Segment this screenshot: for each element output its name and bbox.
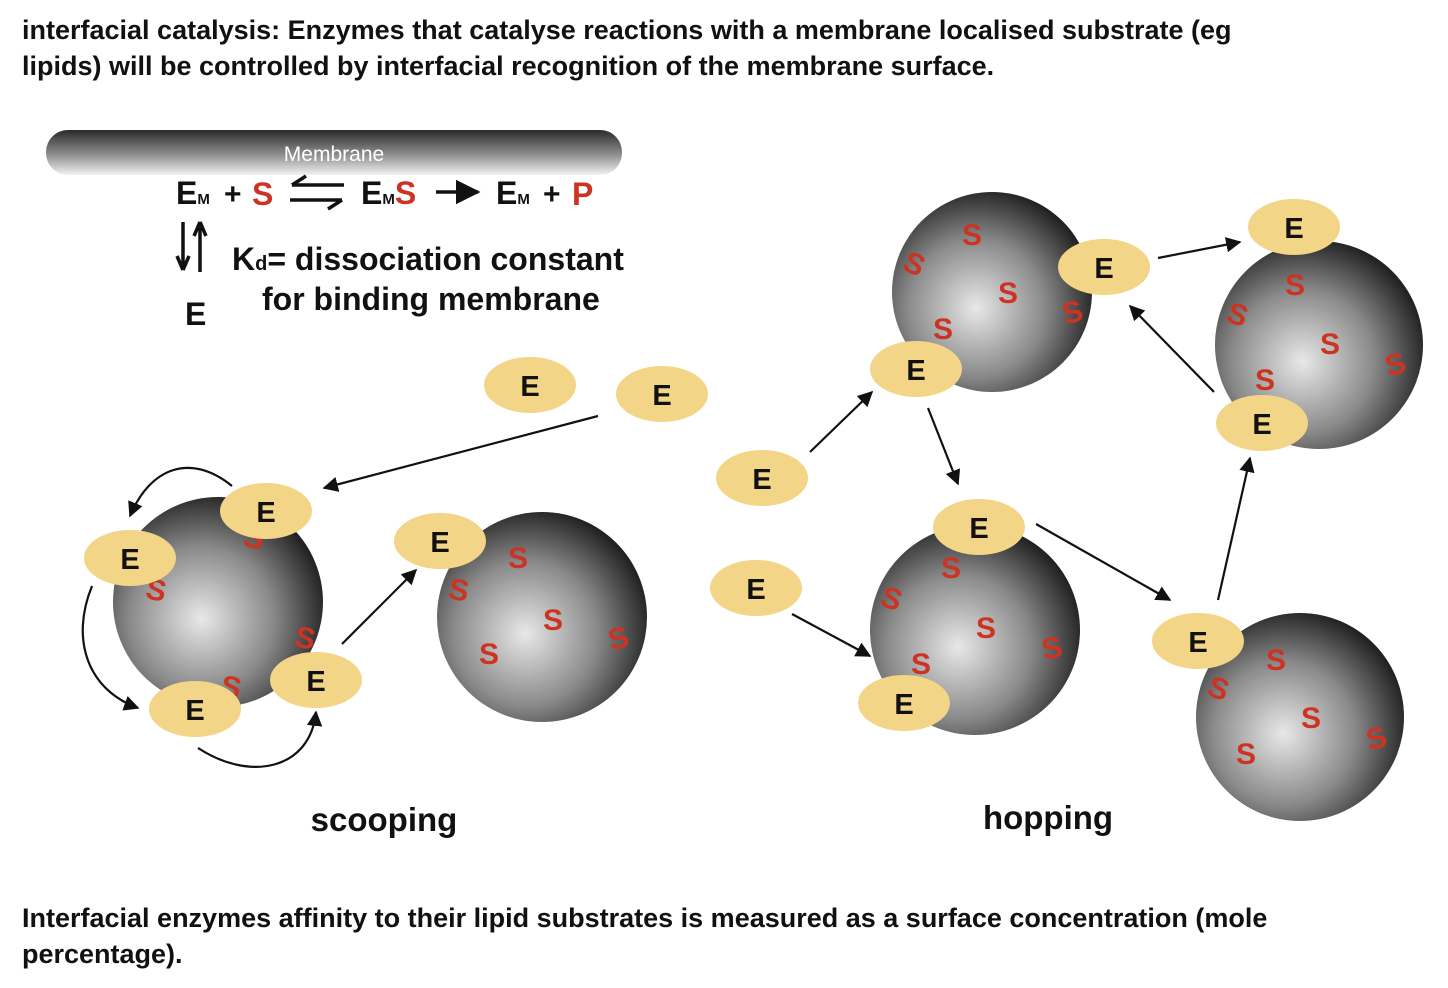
- dissociation-arrow-up: [192, 221, 208, 272]
- svg-text:E: E: [906, 355, 925, 387]
- eq-enzyme-1: EM: [176, 175, 210, 211]
- arrow-hop-3: [1128, 304, 1215, 393]
- svg-text:E: E: [256, 497, 275, 529]
- reaction-equation: EM + S EMS EM + P: [176, 174, 593, 212]
- substrate-s: S: [1255, 364, 1275, 397]
- svg-text:E: E: [120, 544, 139, 576]
- arrow-scoop-left: [81, 585, 140, 711]
- arrow-hop-4: [926, 407, 961, 486]
- substrate-s: S: [1266, 644, 1286, 677]
- svg-text:E: E: [1094, 253, 1113, 285]
- enzyme: E: [1216, 395, 1308, 451]
- svg-text:E: E: [1284, 213, 1303, 245]
- enzyme: E: [933, 499, 1025, 555]
- substrate-s: S: [543, 604, 563, 637]
- enzyme: E: [149, 681, 241, 737]
- header-line-2: lipids) will be controlled by interfacia…: [22, 51, 995, 81]
- eq-substrate: S: [252, 176, 273, 212]
- enzyme: E: [1152, 613, 1244, 669]
- substrate-s: S: [1285, 269, 1305, 302]
- substrate-s: S: [976, 612, 996, 645]
- svg-text:E: E: [652, 380, 671, 412]
- arrow-hop-7: [791, 613, 872, 657]
- svg-text:E: E: [746, 574, 765, 606]
- eq-product: P: [572, 176, 593, 212]
- arrow-approach: [322, 414, 599, 492]
- enzyme-group: E E E E E E E E E E E E E E E E: [84, 199, 1340, 737]
- substrate-s: S: [1320, 328, 1340, 361]
- arrow-scoop-transfer: [341, 568, 418, 645]
- svg-text:E: E: [520, 371, 539, 403]
- enzyme: E: [858, 675, 950, 731]
- arrow-group: [81, 237, 1255, 768]
- substrate-s: S: [998, 277, 1018, 310]
- svg-text:E: E: [1252, 409, 1271, 441]
- kd-block: Kd= dissociation constant for binding me…: [175, 221, 624, 332]
- eq-plus-1: +: [224, 178, 242, 211]
- svg-text:E: E: [185, 695, 204, 727]
- kd-line-1: Kd= dissociation constant: [232, 241, 624, 277]
- enzyme: E: [616, 366, 708, 422]
- footer-line-1: Interfacial enzymes affinity to their li…: [22, 903, 1268, 933]
- eq-enzyme-2: EM: [496, 175, 530, 211]
- arrow-hop-5: [1035, 523, 1172, 601]
- enzyme: E: [220, 483, 312, 539]
- svg-text:E: E: [1188, 627, 1207, 659]
- enzyme: E: [270, 652, 362, 708]
- footer-line-2: percentage).: [22, 939, 183, 969]
- svg-text:E: E: [894, 689, 913, 721]
- enzyme: E: [84, 530, 176, 586]
- substrate-s: S: [962, 219, 982, 252]
- substrate-s: S: [508, 542, 528, 575]
- svg-text:E: E: [969, 513, 988, 545]
- footer-text: Interfacial enzymes affinity to their li…: [22, 900, 1422, 972]
- header-text: interfacial catalysis: Enzymes that cata…: [22, 12, 1422, 84]
- enzyme: E: [710, 560, 802, 616]
- vesicle-hopping-4: [1196, 613, 1404, 821]
- substrate-s: S: [1236, 738, 1256, 771]
- header-line-1: interfacial catalysis: Enzymes that cata…: [22, 15, 1232, 45]
- substrate-s: S: [479, 638, 499, 671]
- vesicle-scooping-target: [437, 512, 647, 722]
- caption-hopping: hopping: [983, 799, 1113, 836]
- caption-scooping: scooping: [311, 801, 458, 838]
- substrate-s: S: [933, 313, 953, 346]
- enzyme: E: [484, 357, 576, 413]
- svg-text:E: E: [306, 666, 325, 698]
- membrane-label: Membrane: [284, 143, 384, 166]
- enzyme: E: [716, 450, 808, 506]
- enzyme: E: [870, 341, 962, 397]
- eq-complex: EMS: [361, 175, 416, 211]
- vesicle-hopping-1: [892, 192, 1092, 392]
- enzyme: E: [1248, 199, 1340, 255]
- membrane-bar: Membrane: [46, 130, 622, 175]
- equilibrium-arrow-back: [291, 174, 344, 187]
- free-enzyme-label: E: [185, 296, 206, 332]
- arrow-hop-1: [809, 390, 874, 453]
- dissociation-arrow-down: [175, 222, 191, 271]
- substrate-s: S: [911, 648, 931, 681]
- kd-line-2: for binding membrane: [262, 281, 600, 317]
- substrate-s: S: [941, 552, 961, 585]
- equilibrium-arrow-forward: [290, 198, 343, 211]
- svg-text:E: E: [430, 527, 449, 559]
- arrow-scoop-bottom: [197, 710, 323, 768]
- arrow-scoop-top: [128, 466, 233, 518]
- enzyme: E: [394, 513, 486, 569]
- substrate-s: S: [1301, 702, 1321, 735]
- svg-text:E: E: [752, 464, 771, 496]
- arrow-hop-6: [1216, 456, 1255, 601]
- enzyme: E: [1058, 239, 1150, 295]
- eq-plus-2: +: [543, 178, 561, 211]
- arrow-hop-2: [1157, 237, 1242, 260]
